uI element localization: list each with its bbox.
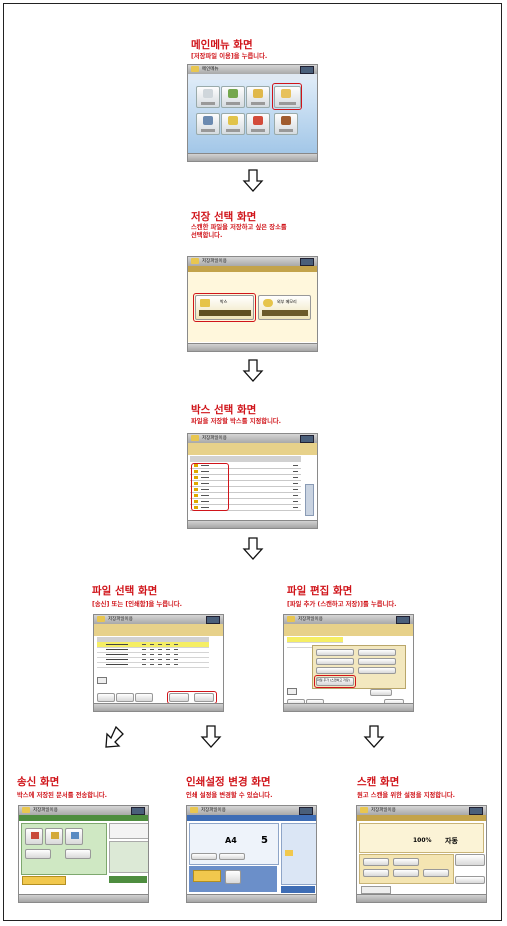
recall-button[interactable] bbox=[65, 849, 91, 859]
down-arrow-icon bbox=[363, 725, 385, 748]
option-button[interactable] bbox=[455, 854, 485, 866]
send-button[interactable] bbox=[169, 693, 189, 702]
fax-tile[interactable] bbox=[221, 86, 245, 108]
storage-select-screen: 저장파일이용 박스 외부 메모리 bbox=[187, 256, 318, 352]
settings-tile[interactable] bbox=[246, 113, 270, 135]
option-button[interactable] bbox=[219, 853, 245, 860]
step-storage-subtitle-1: 스캔한 파일을 저장하고 싶은 장소를 bbox=[191, 224, 287, 231]
edit-button[interactable] bbox=[116, 693, 134, 702]
delete-button[interactable] bbox=[135, 693, 153, 702]
edit-menu-item[interactable] bbox=[316, 667, 354, 674]
box-select-screen: 저장파일이용 bbox=[187, 433, 318, 529]
new-destination-button[interactable] bbox=[65, 828, 83, 845]
option-button[interactable] bbox=[22, 876, 66, 885]
step-print-title: 인쇄설정 변경 화면 bbox=[186, 776, 271, 788]
file-edit-screen: 저장파일이용 파일 추가 (스캔하고 저장) bbox=[283, 614, 414, 712]
copies-count: 5 bbox=[261, 835, 268, 846]
option-button[interactable] bbox=[225, 870, 241, 884]
down-arrow-icon bbox=[242, 359, 264, 382]
other-storage-button[interactable]: 외부 메모리 bbox=[258, 295, 311, 320]
option-button[interactable] bbox=[363, 858, 389, 866]
edit-menu-item[interactable] bbox=[316, 658, 354, 665]
main-menu-screen: 메인메뉴 bbox=[187, 64, 318, 162]
print-settings-screen: 저장파일이용 A4 5 bbox=[186, 805, 317, 903]
option-button[interactable] bbox=[191, 853, 217, 860]
step-box-title: 박스 선택 화면 bbox=[191, 404, 257, 416]
add-file-scan-and-store-button[interactable]: 파일 추가 (스캔하고 저장) bbox=[316, 677, 354, 686]
option-button[interactable] bbox=[455, 876, 485, 884]
scan-status-panel bbox=[359, 823, 484, 853]
checkbox[interactable] bbox=[287, 688, 297, 695]
option-button[interactable] bbox=[393, 858, 419, 866]
step-storage-subtitle-2: 선택합니다. bbox=[191, 232, 223, 239]
step-file-select-subtitle: [송신] 또는 [인쇄함]을 누릅니다. bbox=[92, 601, 182, 608]
highlight-box bbox=[314, 675, 356, 688]
highlight-box bbox=[272, 83, 302, 110]
start-print-button[interactable] bbox=[281, 886, 315, 893]
copy-tile[interactable] bbox=[196, 86, 220, 108]
step-storage-title: 저장 선택 화면 bbox=[191, 211, 257, 223]
highlight-box bbox=[193, 293, 256, 322]
step-print-subtitle: 인쇄 설정을 변경할 수 있습니다. bbox=[186, 792, 273, 799]
step-send-title: 송신 화면 bbox=[17, 776, 60, 788]
step-scan-subtitle: 원고 스캔을 위한 설정을 지정합니다. bbox=[357, 792, 456, 799]
access-stored-files-tile[interactable] bbox=[274, 86, 301, 108]
option-button[interactable] bbox=[393, 869, 419, 877]
option-icon bbox=[285, 850, 293, 856]
down-left-arrow-icon bbox=[105, 725, 124, 748]
details-button[interactable] bbox=[97, 693, 115, 702]
highlight-box bbox=[191, 463, 229, 511]
start-button[interactable] bbox=[109, 876, 147, 883]
step-file-edit-title: 파일 편집 화면 bbox=[287, 585, 353, 597]
color-mode: 자동 bbox=[445, 837, 458, 845]
file-select-screen: 저장파일이용 bbox=[93, 614, 224, 712]
print-button[interactable] bbox=[194, 693, 214, 702]
edit-menu-item[interactable] bbox=[316, 649, 354, 656]
destination-count bbox=[109, 823, 148, 839]
address-book-button[interactable] bbox=[25, 828, 43, 845]
edit-menu-item[interactable] bbox=[358, 667, 396, 674]
page-frame bbox=[3, 3, 502, 921]
send-options-panel bbox=[109, 841, 148, 873]
checkbox[interactable] bbox=[97, 677, 107, 684]
step-scan-title: 스캔 화면 bbox=[357, 776, 400, 788]
send-screen: 저장파일이용 bbox=[18, 805, 149, 903]
box-button[interactable]: 박스 bbox=[195, 295, 254, 320]
scan-screen: 저장파일이용 100% 자동 bbox=[356, 805, 487, 903]
step-main-menu-title: 메인메뉴 화면 bbox=[191, 39, 253, 51]
down-arrow-icon bbox=[242, 169, 264, 192]
scan-send-tile[interactable] bbox=[246, 86, 270, 108]
down-arrow-icon bbox=[200, 725, 222, 748]
scan-tile[interactable] bbox=[221, 113, 245, 135]
step-box-subtitle: 파일을 저장할 박스를 지정합니다. bbox=[191, 418, 282, 425]
fax-button[interactable] bbox=[25, 849, 51, 859]
zoom-value: 100% bbox=[413, 837, 432, 844]
print-tile[interactable] bbox=[196, 113, 220, 135]
step-main-menu-subtitle: [저장파일 이용]을 누릅니다. bbox=[191, 53, 268, 60]
option-button[interactable] bbox=[423, 869, 449, 877]
option-button[interactable] bbox=[193, 870, 221, 882]
close-button[interactable] bbox=[370, 689, 392, 696]
one-touch-button[interactable] bbox=[45, 828, 63, 845]
step-send-subtitle: 박스에 저장된 문서를 전송합니다. bbox=[17, 792, 108, 799]
scrollbar[interactable] bbox=[305, 484, 314, 516]
web-tile[interactable] bbox=[274, 113, 298, 135]
paper-size: A4 bbox=[225, 836, 237, 845]
step-file-select-title: 파일 선택 화면 bbox=[92, 585, 158, 597]
file-name-field[interactable] bbox=[361, 886, 391, 894]
option-button[interactable] bbox=[363, 869, 389, 877]
edit-menu-item[interactable] bbox=[358, 649, 396, 656]
down-arrow-icon bbox=[242, 537, 264, 560]
edit-menu-item[interactable] bbox=[358, 658, 396, 665]
step-file-edit-subtitle: [파일 추가 (스캔하고 저장)]를 누릅니다. bbox=[287, 601, 397, 608]
